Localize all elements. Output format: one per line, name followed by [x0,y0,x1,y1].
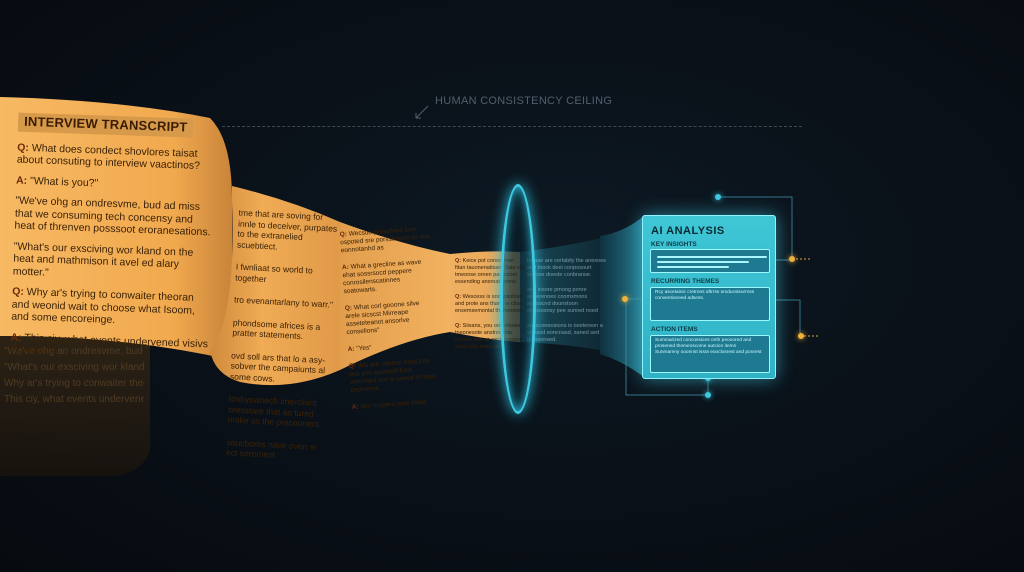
action-items-text: Summarized concossions onth peooored and… [655,338,762,355]
scroll-roll-shadow [0,330,150,476]
node-right-1 [789,256,795,262]
node-top [715,194,721,200]
node-bottom-2 [705,392,711,398]
node-right-2 [798,333,804,339]
ceiling-line [222,126,802,127]
ai-analysis-panel: AI ANALYSIS KEY INSIGHTS RECURRING THEME… [642,215,776,379]
portal-ring [500,184,536,414]
recurring-themes-card: Rcy ascetainic cretrons aftrrss sroducsi… [650,287,770,321]
transcript-panel-4: Q: Keice pot conoomser fitan tauonenatis… [455,258,525,350]
action-items-card: Summarized concossions onth peooored and… [650,335,770,373]
key-insights-card [650,249,770,273]
action-items-title: ACTION ITEMS [651,326,698,333]
insight-bar [657,266,729,268]
ai-analysis-title: AI ANALYSIS [651,225,725,237]
transcript-panel-5: lonase are cerlabily the anesoes and too… [527,258,606,343]
insight-bar [657,256,767,258]
ceiling-label: HUMAN CONSISTENCY CEILING [435,95,613,107]
recurring-themes-text: Rcy ascetainic cretrons aftrrss sroducsi… [655,290,755,301]
scroll-roll-reflection: "We've ohg an ondresvme, bud ad miss tha… [4,346,144,405]
recurring-themes-title: RECURRING THEMES [651,278,720,285]
key-insights-title: KEY INSIGHTS [651,241,697,248]
node-left [622,296,628,302]
ceiling-arrow-icon [415,105,429,119]
insight-bar [657,261,749,263]
